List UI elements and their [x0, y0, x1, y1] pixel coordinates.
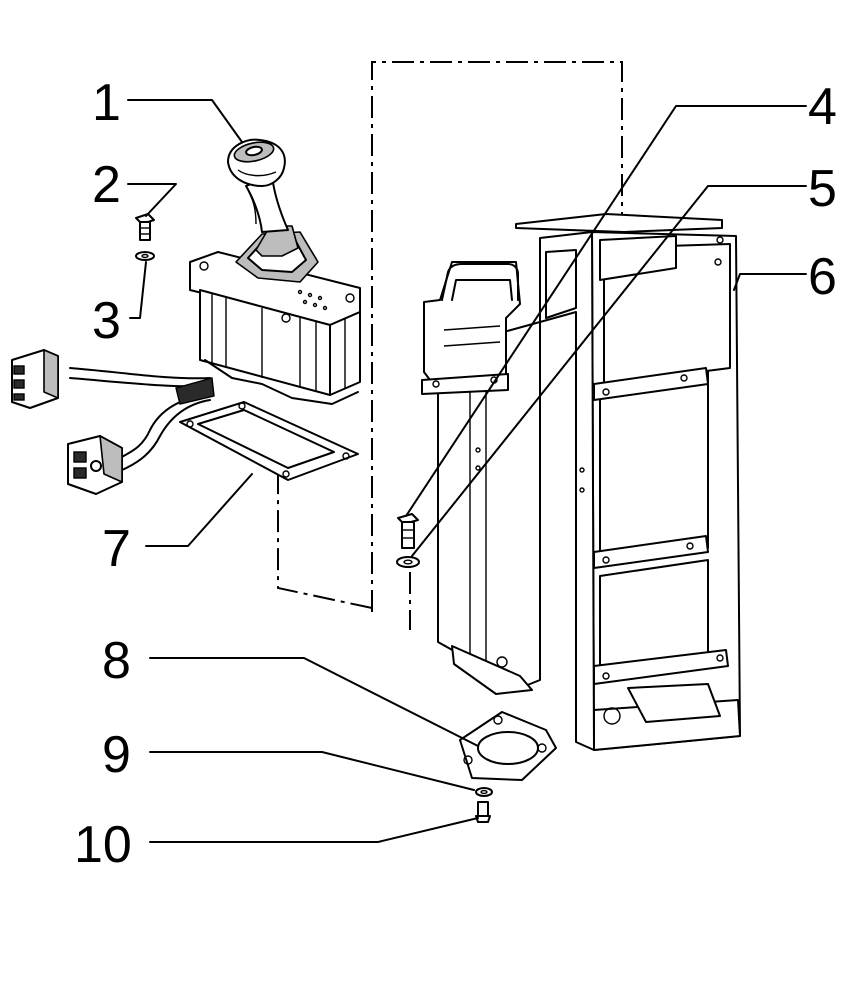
washer-item-3 — [135, 251, 155, 261]
callout-3: 3 — [92, 292, 121, 350]
assembly-centerlines — [277, 61, 623, 630]
connector-upper — [11, 349, 59, 409]
flange-plate-item-8 — [459, 711, 557, 781]
callout-2: 2 — [92, 156, 121, 214]
callout-7: 7 — [102, 520, 131, 578]
mounting-bracket — [421, 213, 741, 751]
gasket — [179, 401, 359, 481]
screw-item-10 — [475, 801, 491, 823]
washer-item-5 — [396, 556, 420, 568]
leader-lines — [127, 99, 807, 843]
callout-8: 8 — [102, 632, 131, 690]
callout-labels: 1 2 3 4 5 6 7 8 9 10 — [74, 74, 837, 874]
callout-4: 4 — [808, 78, 837, 136]
washer-item-9 — [475, 787, 493, 797]
joystick-assembly — [189, 138, 361, 405]
callout-10: 10 — [74, 816, 132, 874]
callout-6: 6 — [808, 248, 837, 306]
wiring-harness — [69, 367, 215, 471]
connector-lower — [67, 435, 123, 495]
callout-5: 5 — [808, 160, 837, 218]
callout-1: 1 — [92, 74, 121, 132]
callout-9: 9 — [102, 726, 131, 784]
bolt-item-4 — [397, 513, 419, 549]
bolt-item-2 — [135, 213, 155, 241]
